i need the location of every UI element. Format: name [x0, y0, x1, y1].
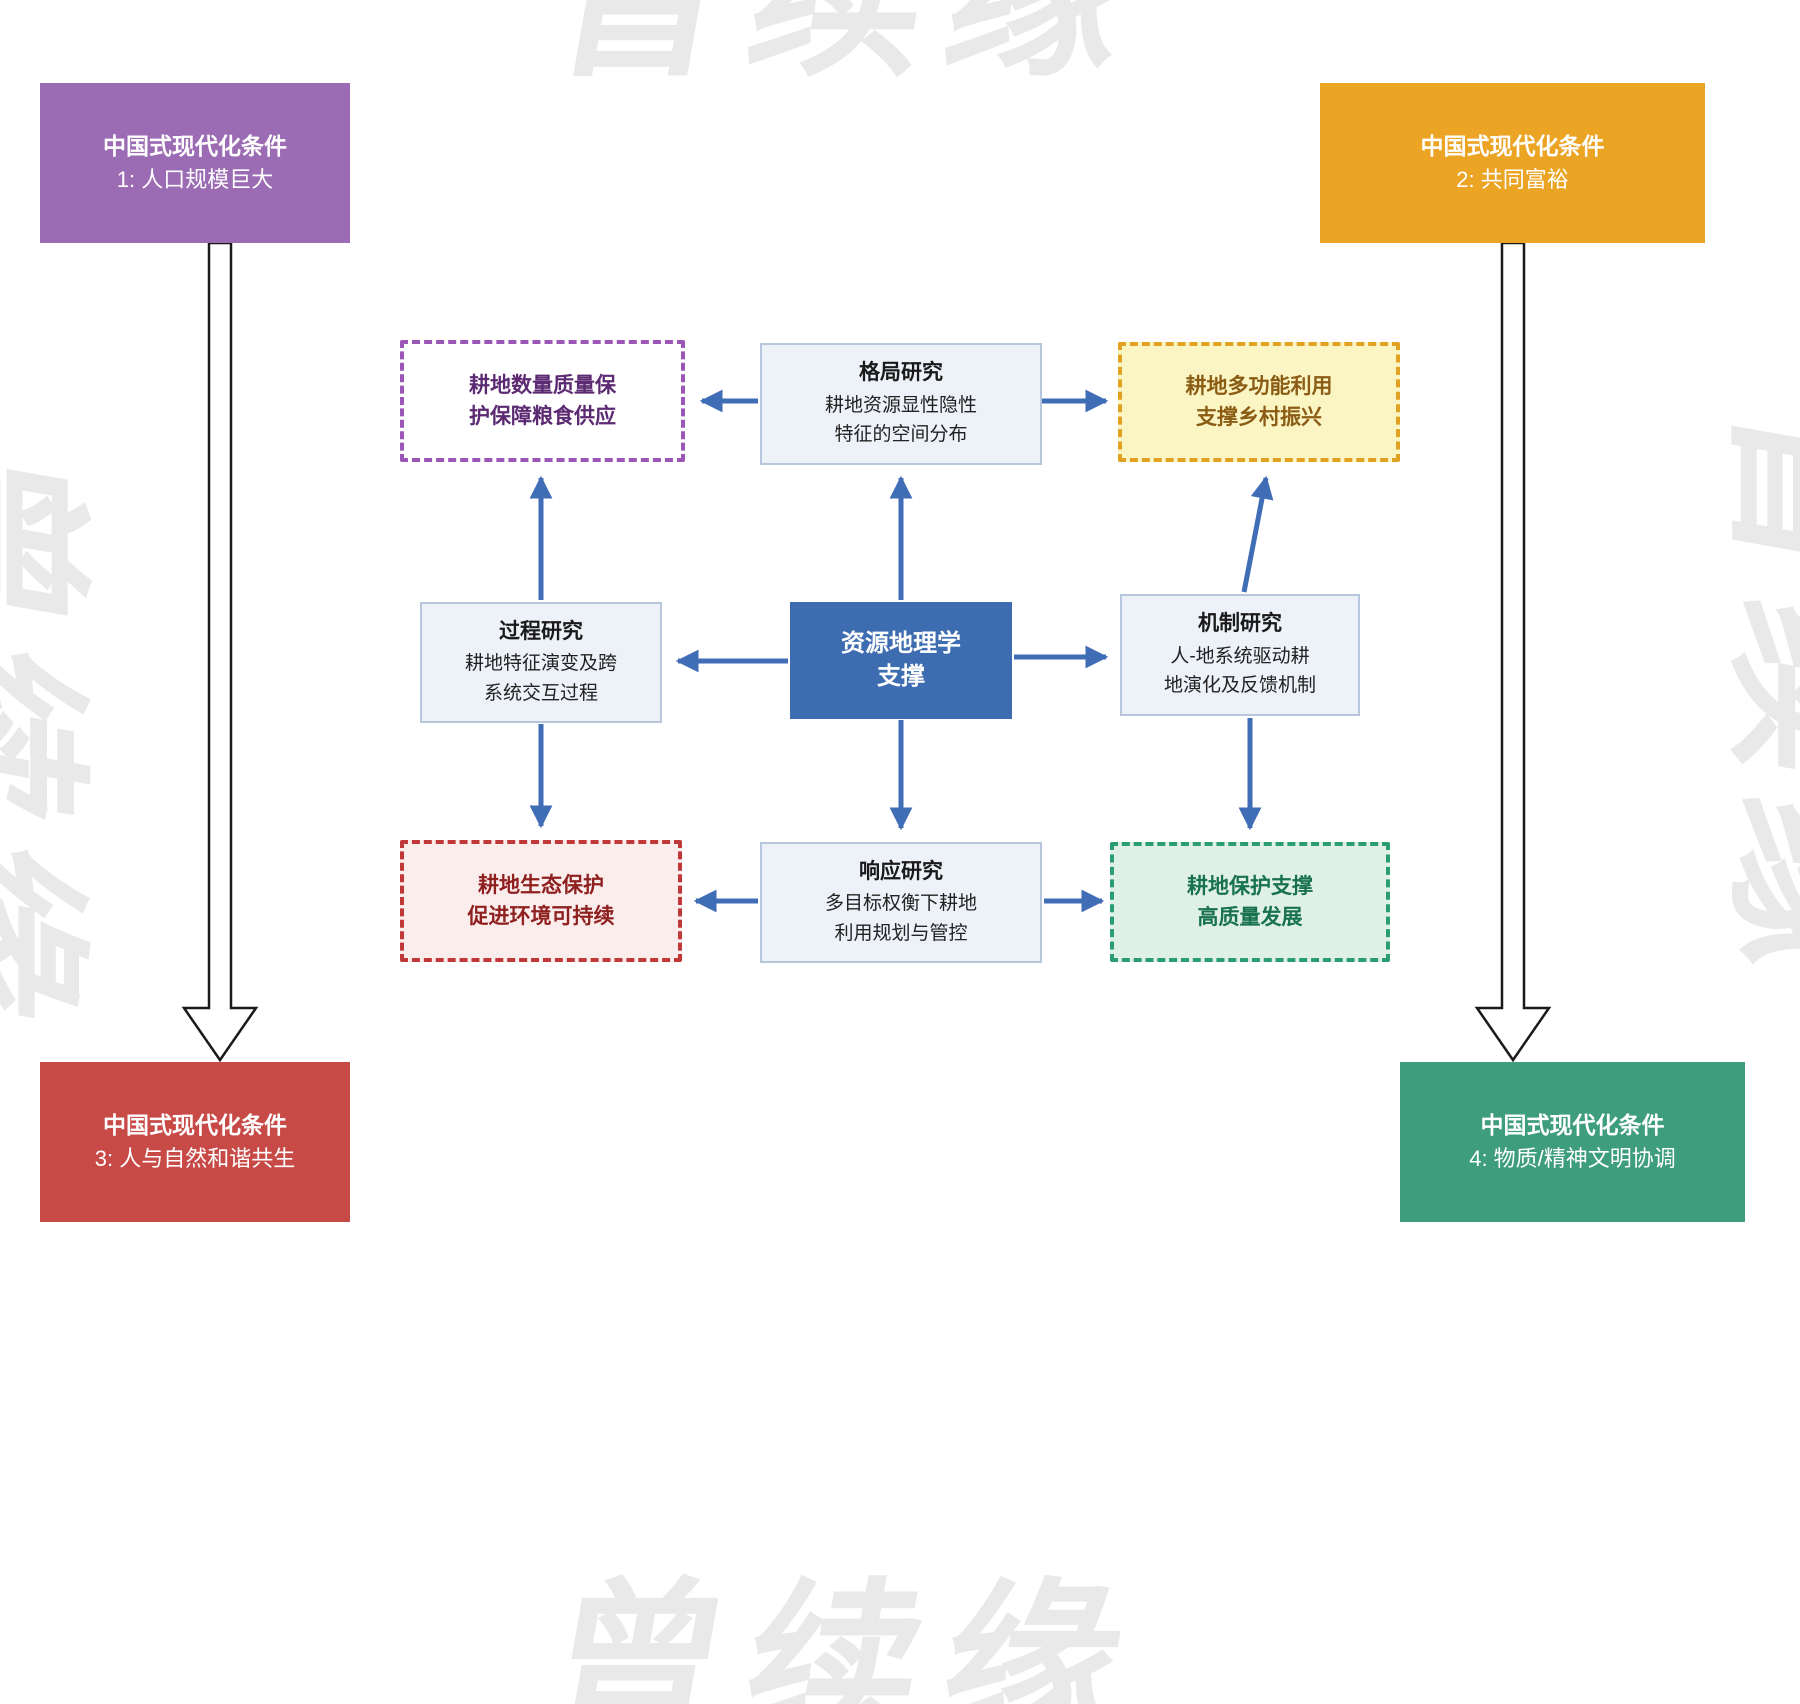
research-box-pattern: 格局研究 耕地资源显性隐性 特征的空间分布	[760, 343, 1042, 465]
hollow-arrow-right	[1474, 241, 1552, 1063]
response-title: 响应研究	[859, 859, 943, 883]
mechanism-title: 机制研究	[1198, 612, 1282, 636]
center-line-2: 支撑	[877, 662, 925, 690]
condition-3-title: 中国式现代化条件	[103, 1112, 287, 1139]
pattern-title: 格局研究	[859, 361, 943, 385]
response-line-1: 多目标权衡下耕地	[824, 893, 977, 915]
center-line-1: 资源地理学	[841, 630, 961, 658]
outcome-box-high-quality-dev: 耕地保护支撑 高质量发展	[1110, 842, 1390, 962]
rural-line-1: 耕地多功能利用	[1185, 374, 1333, 398]
condition-box-2: 中国式现代化条件 2: 共同富裕	[1320, 83, 1705, 243]
pattern-line-1: 耕地资源显性隐性	[824, 394, 977, 416]
pattern-line-2: 特征的空间分布	[834, 424, 968, 446]
eco-line-2: 促进环境可持续	[467, 905, 615, 928]
process-line-2: 系统交互过程	[483, 682, 598, 704]
condition-1-subtitle: 1: 人口规模巨大	[116, 166, 274, 192]
research-box-response: 响应研究 多目标权衡下耕地 利用规划与管控	[760, 842, 1042, 963]
condition-box-1: 中国式现代化条件 1: 人口规模巨大	[40, 83, 350, 243]
arrow-mechanism-to-rural	[1241, 475, 1274, 593]
condition-4-subtitle: 4: 物质/精神文明协调	[1469, 1145, 1676, 1171]
outcome-box-rural-revitalization: 耕地多功能利用 支撑乡村振兴	[1118, 342, 1400, 462]
eco-line-1: 耕地生态保护	[478, 873, 604, 897]
food-line-1: 耕地数量质量保	[469, 373, 616, 397]
condition-2-subtitle: 2: 共同富裕	[1456, 166, 1569, 192]
food-line-2: 护保障粮食供应	[469, 405, 616, 428]
watermark-bottom: 曾续缘	[532, 1568, 1159, 1704]
watermark-right: 曾续缘	[1710, 390, 1800, 1016]
condition-1-title: 中国式现代化条件	[103, 133, 287, 160]
mechanism-line-1: 人-地系统驱动耕	[1170, 645, 1310, 667]
outcome-box-eco-protection: 耕地生态保护 促进环境可持续	[400, 840, 682, 962]
mechanism-line-2: 地演化及反馈机制	[1163, 675, 1316, 697]
hollow-arrow-left	[181, 241, 259, 1063]
condition-box-4: 中国式现代化条件 4: 物质/精神文明协调	[1400, 1062, 1745, 1222]
research-box-mechanism: 机制研究 人-地系统驱动耕 地演化及反馈机制	[1120, 594, 1360, 716]
condition-2-title: 中国式现代化条件	[1420, 133, 1605, 160]
process-line-1: 耕地特征演变及跨	[464, 653, 617, 675]
watermark-left: 曾续缘	[0, 430, 98, 1056]
outcome-box-food-supply: 耕地数量质量保 护保障粮食供应	[400, 340, 685, 462]
quality-line-1: 耕地保护支撑	[1187, 874, 1313, 898]
rural-line-2: 支撑乡村振兴	[1196, 406, 1322, 429]
response-line-2: 利用规划与管控	[834, 922, 968, 944]
condition-box-3: 中国式现代化条件 3: 人与自然和谐共生	[40, 1062, 350, 1222]
quality-line-2: 高质量发展	[1197, 906, 1303, 929]
condition-3-subtitle: 3: 人与自然和谐共生	[94, 1145, 296, 1171]
process-title: 过程研究	[499, 619, 583, 643]
center-support-box: 资源地理学 支撑	[790, 602, 1012, 719]
condition-4-title: 中国式现代化条件	[1480, 1112, 1665, 1139]
research-box-process: 过程研究 耕地特征演变及跨 系统交互过程	[420, 602, 662, 723]
watermark-top: 曾续缘	[538, 0, 1163, 97]
